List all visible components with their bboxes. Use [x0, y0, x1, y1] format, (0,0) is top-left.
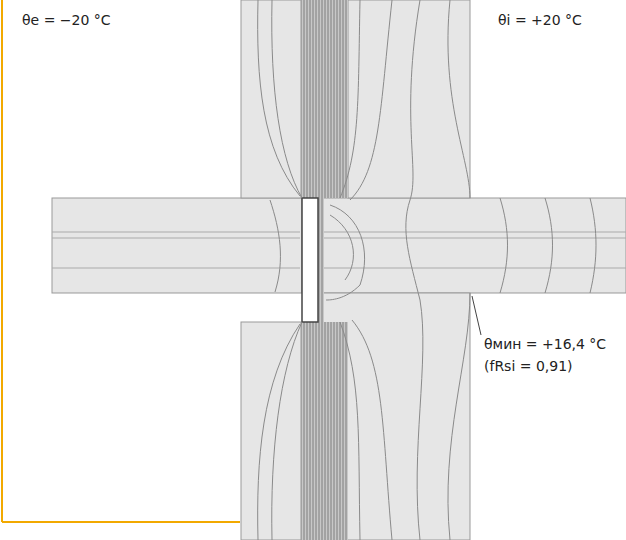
balcony-slab [52, 198, 302, 293]
isotherm [258, 0, 596, 540]
floor-slab [318, 198, 626, 293]
frame-line [2, 521, 240, 523]
leader-line [472, 296, 481, 335]
outer-wall-layer [241, 322, 301, 540]
temperature-factor: (fRsi = 0,91) [482, 358, 575, 375]
insulation-layer [301, 0, 348, 198]
frame-line [1, 0, 3, 522]
exterior-temperature: θe = −20 °C [22, 12, 111, 29]
insulation-layer [301, 322, 348, 540]
inner-wall [348, 0, 470, 198]
minimum-temperature: θмин = +16,4 °C [482, 336, 608, 353]
thermal-break [302, 198, 318, 322]
interior-temperature: θi = +20 °C [498, 12, 582, 29]
outer-wall-layer [241, 0, 301, 198]
